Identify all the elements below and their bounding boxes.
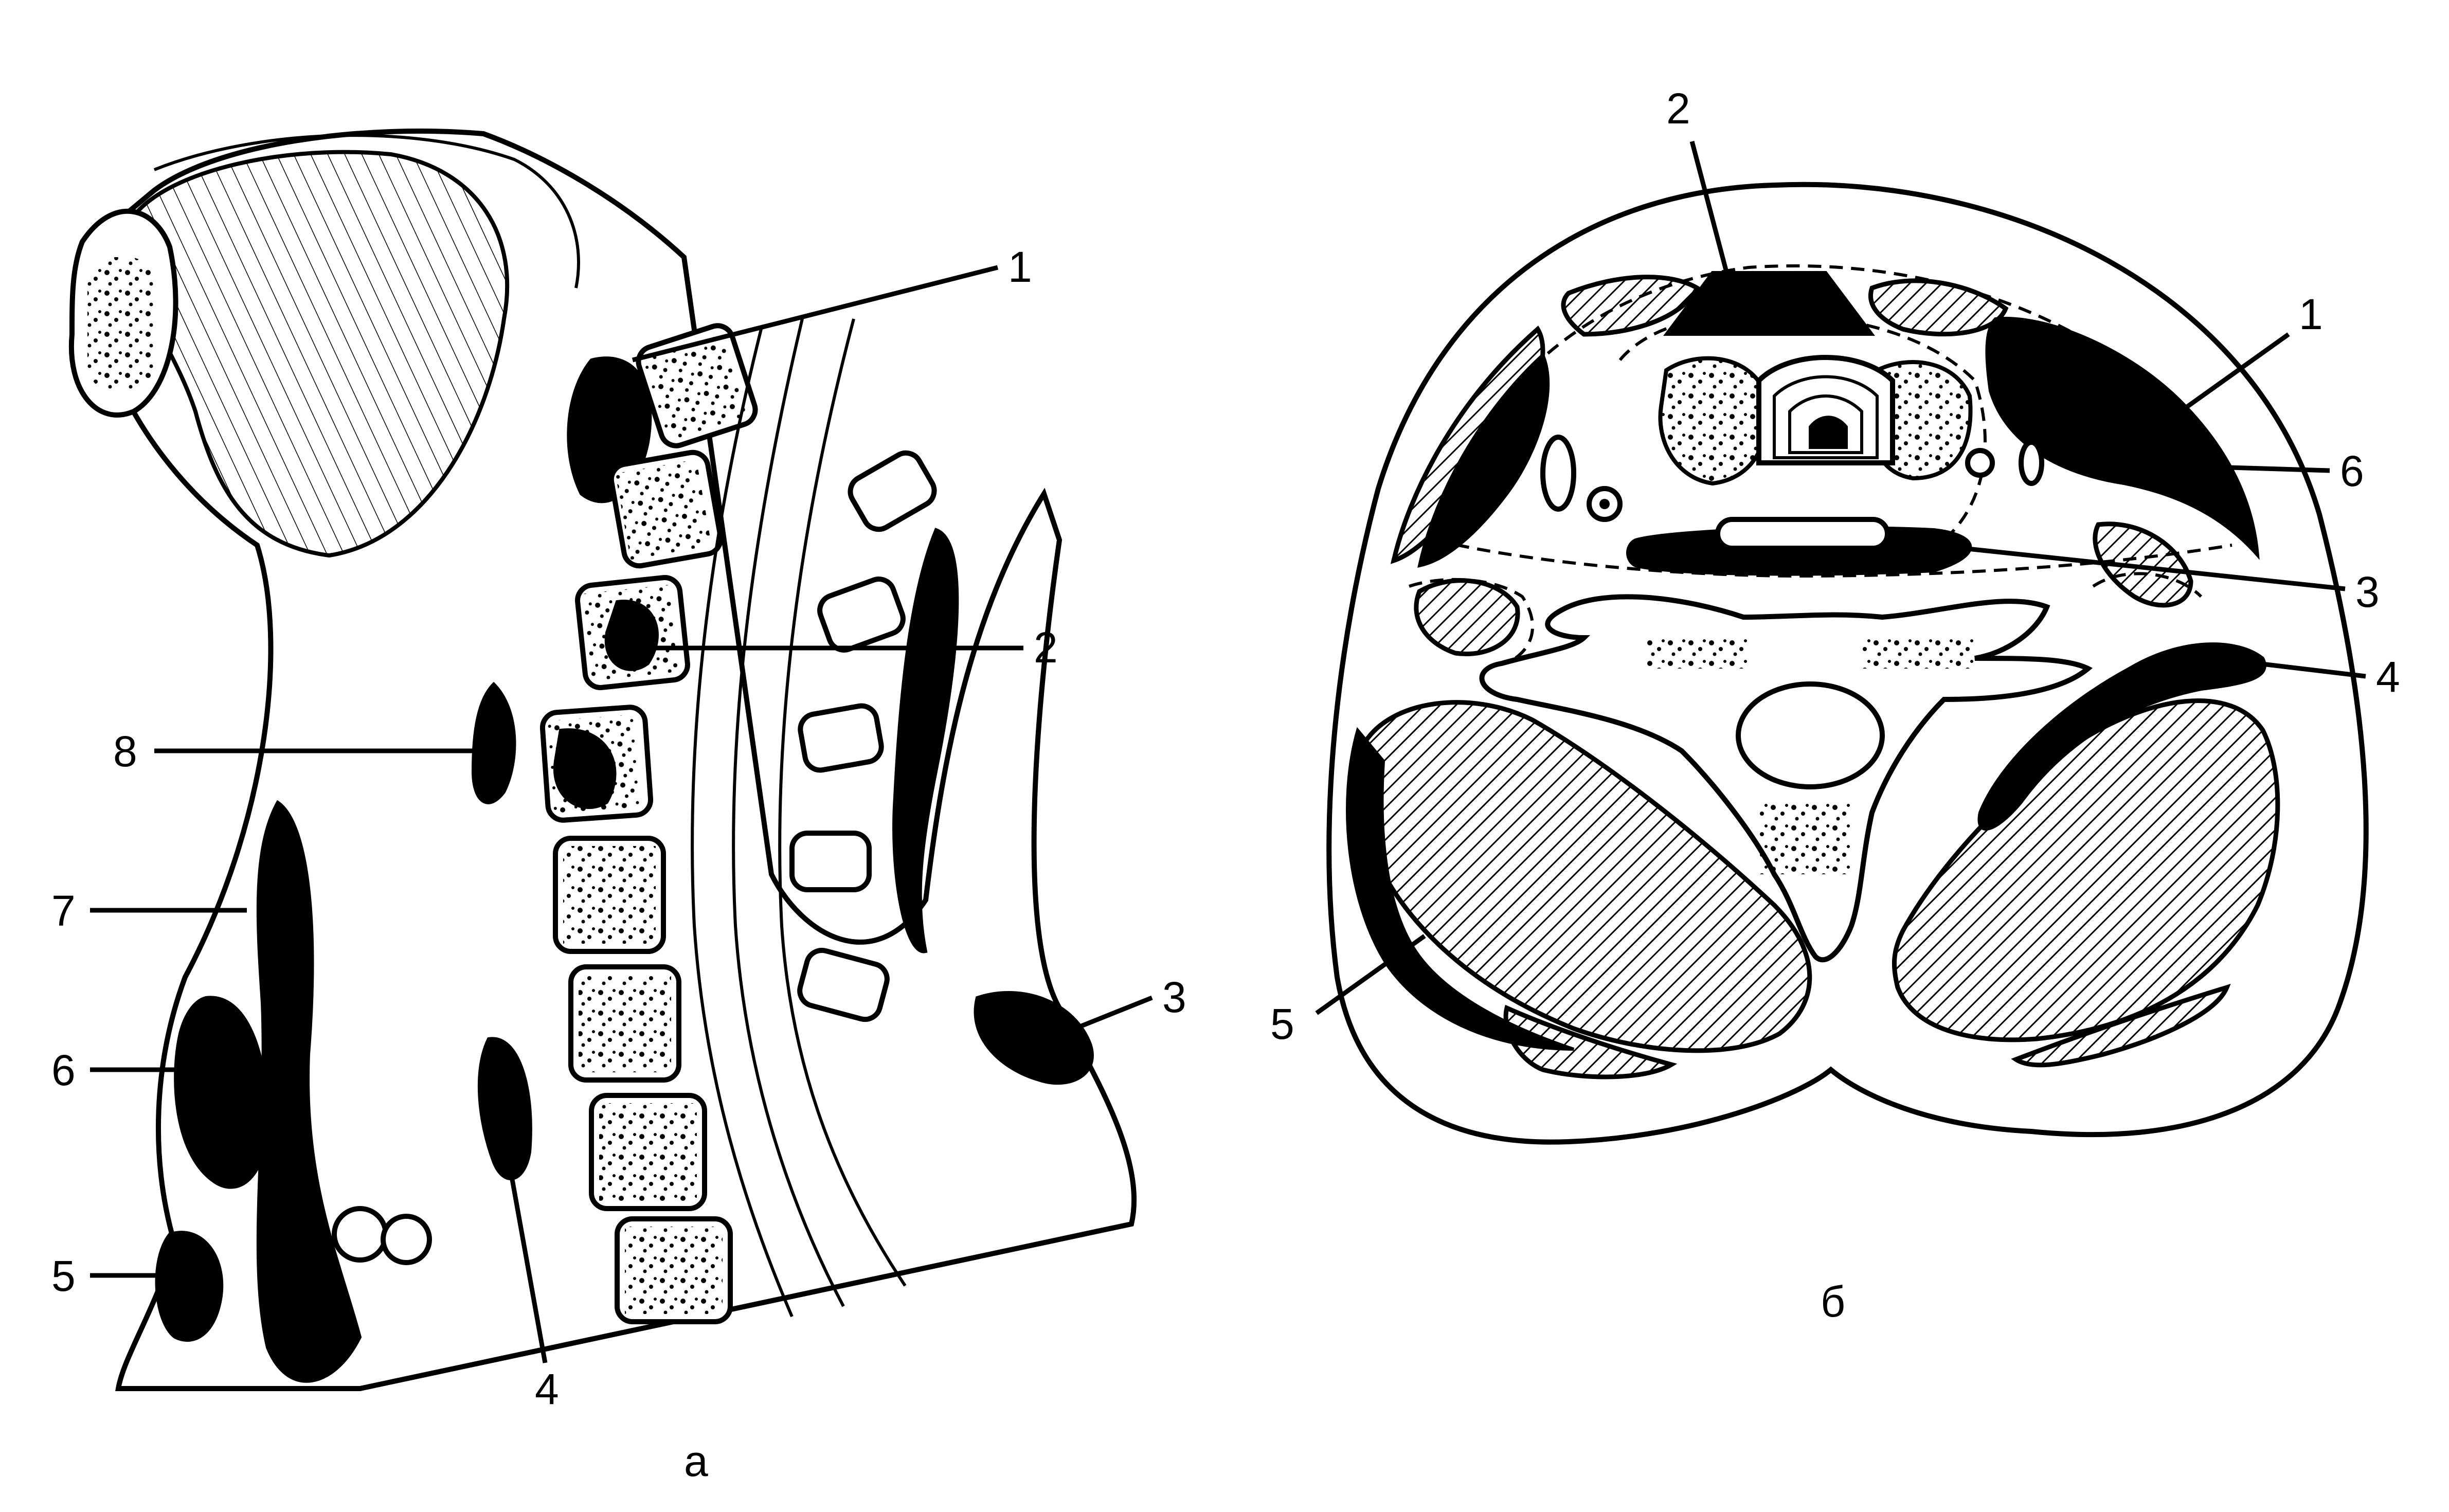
vertebral-column — [539, 323, 758, 1324]
label-6: 6 — [51, 1046, 76, 1094]
laryngopharynx-space — [471, 681, 516, 804]
spinous-processes — [789, 450, 937, 1022]
label-5: 5 — [1270, 1000, 1294, 1048]
label-4: 4 — [535, 1365, 559, 1413]
larynx-lumen — [256, 800, 362, 1383]
muscle-strap-left — [1561, 275, 1700, 337]
posterior-space — [892, 528, 959, 953]
anterior-space-6 — [174, 996, 269, 1189]
right-lower-muscle — [2011, 983, 2231, 1068]
label-3: 3 — [2355, 568, 2380, 616]
label-7: 7 — [51, 887, 76, 935]
label-5: 5 — [51, 1252, 76, 1300]
nuchal-space — [974, 991, 1094, 1085]
muscle-right-lateral — [2065, 367, 2200, 456]
left-deep-back-muscle — [1355, 700, 1812, 1053]
tongue — [129, 150, 510, 558]
label-1: 1 — [2299, 290, 2323, 338]
axial-section-panel: 2 1 6 3 4 5 б — [1270, 84, 2400, 1326]
palate — [153, 134, 580, 289]
left-dark-space — [1417, 352, 1550, 568]
left-vessel-1 — [1540, 435, 1576, 512]
label-8: 8 — [113, 727, 137, 776]
anterior-dark-wedge — [1663, 271, 1875, 336]
muscle-strap-right — [1868, 278, 2009, 337]
sagittal-section-panel: 1 2 3 4 5 6 7 8 а — [51, 128, 1186, 1485]
left-lower-muscle — [1503, 1004, 1678, 1079]
caption-a: а — [684, 1437, 708, 1485]
spinal-canal — [1736, 681, 1885, 789]
prevertebral-space-4 — [477, 1037, 532, 1180]
label-3: 3 — [1162, 973, 1186, 1021]
left-small-muscle — [1414, 578, 1520, 656]
trachea — [1756, 355, 1895, 465]
caption-b: б — [1821, 1277, 1845, 1326]
right-trapezius-dark — [1977, 642, 2266, 831]
label-1: 1 — [1008, 243, 1032, 291]
label-2: 2 — [1034, 623, 1058, 672]
spinal-cord — [691, 329, 794, 1318]
label-2: 2 — [1666, 84, 1690, 133]
anterior-space-5 — [155, 1231, 224, 1342]
label-4: 4 — [2376, 653, 2400, 701]
label-6: 6 — [2340, 447, 2364, 495]
thyroid-left-lobe — [1658, 356, 1769, 486]
